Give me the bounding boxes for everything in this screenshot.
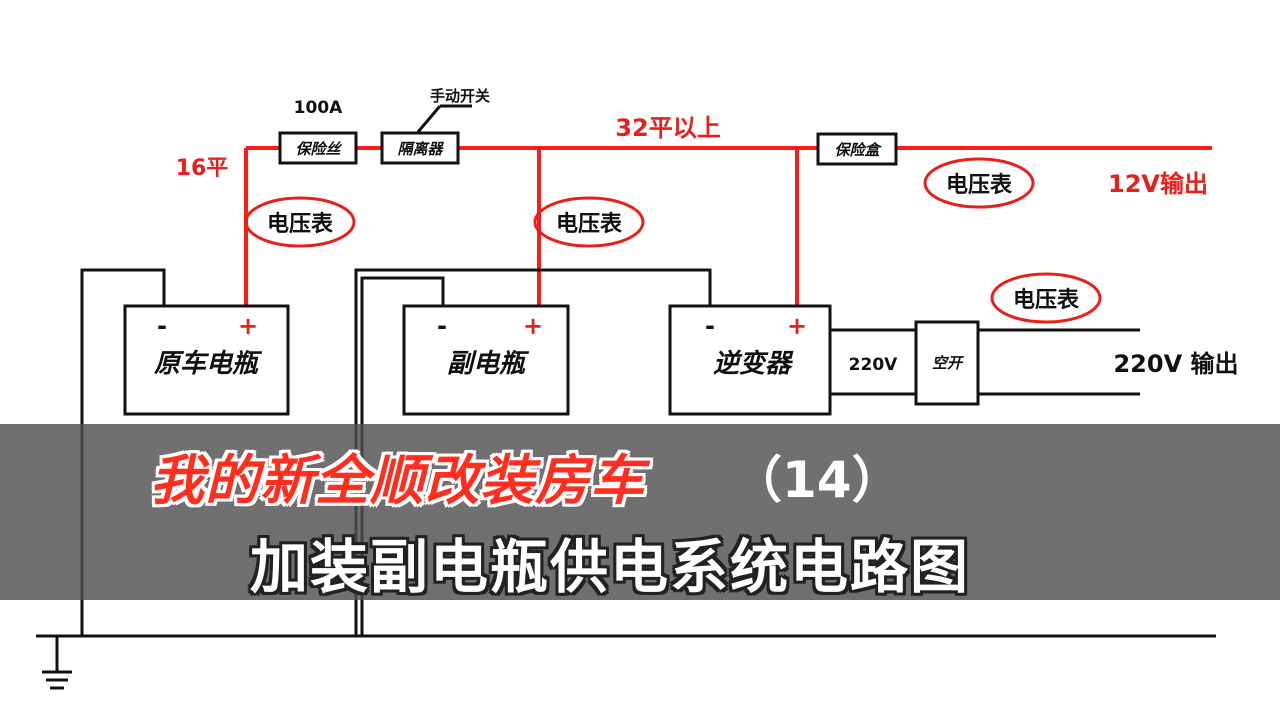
manual-switch-label: 手动开关 <box>430 87 490 105</box>
fuse-label: 保险丝 <box>295 140 342 158</box>
aux-battery: - + 副电瓶 <box>402 304 570 416</box>
main-battery-label: 原车电瓶 <box>154 349 263 379</box>
voltmeter-aux-battery: 电压表 <box>533 196 645 248</box>
video-episode-number: （14） <box>732 451 902 509</box>
breaker-label: 空开 <box>932 354 965 372</box>
wire-16-label: 16平 <box>176 156 229 181</box>
voltmeter-label: 电压表 <box>556 212 623 237</box>
voltmeter-label: 电压表 <box>1013 288 1080 313</box>
output-12v-label: 12V输出 <box>1108 170 1208 198</box>
aux-battery-plus: + <box>523 312 543 340</box>
fuse-box-component: 保险盒 <box>816 132 898 166</box>
red-wires <box>244 146 1212 306</box>
output-220v-label: 220V 输出 <box>1113 350 1238 378</box>
inverter-label: 逆变器 <box>713 349 794 379</box>
inverter-plus: + <box>787 312 807 340</box>
voltmeter-220v-output: 电压表 <box>990 272 1102 324</box>
main-battery-minus: - <box>157 312 167 340</box>
isolator-label: 隔离器 <box>397 140 444 158</box>
main-battery-plus: + <box>238 312 258 340</box>
breaker: 空开 <box>914 320 980 406</box>
aux-battery-label: 副电瓶 <box>447 349 530 379</box>
inverter: - + 逆变器 <box>668 304 832 416</box>
aux-battery-minus: - <box>437 312 447 340</box>
manual-switch-leader <box>416 105 442 133</box>
video-title-line1: 我的新全顺改装房车 <box>150 449 645 512</box>
voltmeter-label: 电压表 <box>946 173 1013 198</box>
video-title-line2: 加装副电瓶供电系统电路图 <box>250 533 971 601</box>
fuse-component: 保险丝 <box>278 131 358 165</box>
wire-32-label: 32平以上 <box>615 114 720 142</box>
voltmeter-main-battery: 电压表 <box>244 196 356 248</box>
fuse-rating-label: 100A <box>294 98 343 118</box>
main-battery: - + 原车电瓶 <box>123 304 290 416</box>
voltmeter-label: 电压表 <box>267 212 334 237</box>
isolator-component: 隔离器 <box>380 131 460 165</box>
inverter-minus: - <box>705 312 715 340</box>
voltmeter-12v-output: 电压表 <box>923 157 1035 209</box>
title-banner <box>0 424 1280 600</box>
fuse-box-label: 保险盒 <box>834 141 882 159</box>
ac-220v-label: 220V <box>849 355 898 375</box>
